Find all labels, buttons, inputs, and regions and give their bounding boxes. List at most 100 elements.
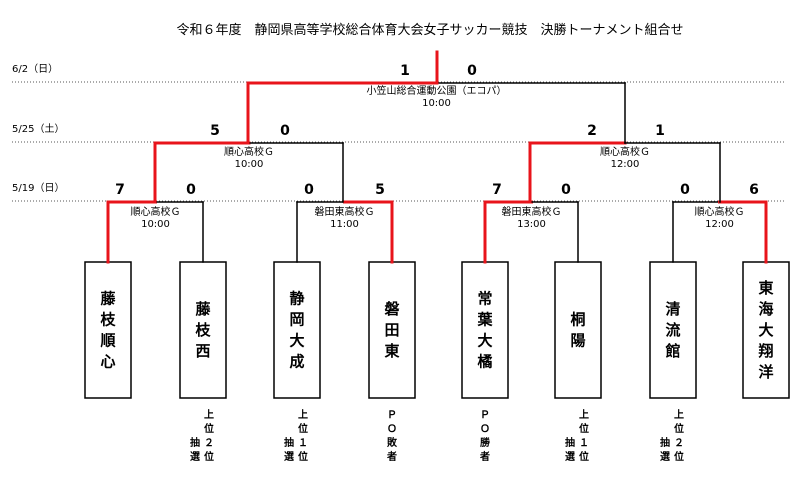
date-label: 5/19（日） xyxy=(12,182,64,194)
match-venue: 小笠山総合運動公園（エコパ） xyxy=(367,84,507,97)
team-box xyxy=(84,261,132,399)
date-label: 6/2（日） xyxy=(12,63,58,75)
team-name-char: 洋 xyxy=(758,363,773,381)
match-time: 10:00 xyxy=(235,159,264,170)
team-name-char: 館 xyxy=(664,342,680,360)
team-note-char: 勝 xyxy=(480,436,491,449)
match-time: 10:00 xyxy=(422,98,451,109)
team-note-char: １ xyxy=(298,437,308,449)
team-name-char: 流 xyxy=(665,321,680,339)
team-note-char: 位 xyxy=(674,422,684,435)
team-name-char: 磐 xyxy=(383,300,399,318)
team-note-char: 上 xyxy=(579,408,589,421)
team-name-char: 大 xyxy=(289,332,304,350)
team-note-5: ＰＯ勝者 xyxy=(479,409,491,463)
team-name-char: 橘 xyxy=(476,353,492,371)
score-right: 6 xyxy=(749,182,759,198)
team-name-char: 枝 xyxy=(195,321,211,339)
team-name-char: 西 xyxy=(195,342,210,360)
team-name-4: 磐田東 xyxy=(383,300,399,360)
team-name-char: 静 xyxy=(289,290,304,308)
team-box xyxy=(461,261,509,399)
team-note-char: Ｏ xyxy=(480,423,490,435)
team-name-char: 東 xyxy=(758,279,773,297)
team-note-char: 位 xyxy=(204,450,214,463)
match-time: 11:00 xyxy=(330,219,359,230)
team-name-1: 藤枝順心 xyxy=(99,290,116,371)
team-note-4: ＰＯ敗者 xyxy=(386,409,398,463)
score-left: 5 xyxy=(210,123,220,139)
team-name-char: 常 xyxy=(477,290,492,308)
team-name-6: 桐陽 xyxy=(570,311,585,350)
team-note-char: 者 xyxy=(479,450,490,463)
team-box xyxy=(649,261,697,399)
team-box xyxy=(554,261,602,399)
team-name-char: 大 xyxy=(477,332,492,350)
match-venue: 順心高校Ｇ xyxy=(600,145,650,158)
team-box xyxy=(368,261,416,399)
score-left: 2 xyxy=(587,123,597,139)
team-note-char: １ xyxy=(579,437,589,449)
team-note-char: 位 xyxy=(204,422,214,435)
team-note-char: 抽 xyxy=(660,436,670,449)
match-venue: 磐田東高校Ｇ xyxy=(315,205,375,218)
team-name-char: 藤 xyxy=(195,300,211,318)
score-right: 0 xyxy=(186,182,196,198)
team-name-char: 岡 xyxy=(289,311,304,329)
score-right: 1 xyxy=(655,123,665,139)
score-left: 0 xyxy=(304,182,314,198)
team-note-3: 上位１位抽選 xyxy=(284,408,308,463)
team-name-char: 田 xyxy=(384,321,399,339)
match-venue: 順心高校Ｇ xyxy=(224,145,274,158)
match-time: 10:00 xyxy=(141,219,170,230)
team-name-char: 順 xyxy=(99,332,116,350)
team-note-char: 位 xyxy=(674,450,684,463)
team-name-char: 心 xyxy=(100,353,115,371)
team-name-char: 藤 xyxy=(100,290,116,308)
team-note-char: 抽 xyxy=(190,436,200,449)
score-right: 0 xyxy=(561,182,571,198)
match-venue: 磐田東高校Ｇ xyxy=(502,205,562,218)
score-left: 7 xyxy=(115,182,125,198)
team-name-char: 大 xyxy=(758,321,773,339)
team-name-char: 清 xyxy=(665,300,680,318)
bracket-labels: 6/2（日）5/25（土）5/19（日）藤枝順心藤枝西上位２位抽選静岡大成上位１… xyxy=(12,63,774,463)
team-note-2: 上位２位抽選 xyxy=(190,408,214,463)
team-note-char: 上 xyxy=(204,408,214,421)
team-note-char: 位 xyxy=(579,422,589,435)
team-note-char: Ｐ xyxy=(480,409,490,421)
team-note-char: 者 xyxy=(386,450,397,463)
team-name-char: 葉 xyxy=(476,311,493,329)
team-note-char: 敗 xyxy=(387,436,398,449)
team-name-char: 海 xyxy=(758,300,773,318)
match-time: 12:00 xyxy=(705,219,734,230)
team-note-char: 抽 xyxy=(565,436,575,449)
score-right: 0 xyxy=(280,123,290,139)
team-name-8: 東海大翔洋 xyxy=(757,279,773,381)
team-note-char: Ｏ xyxy=(387,423,397,435)
team-name-7: 清流館 xyxy=(664,300,680,360)
team-note-char: 抽 xyxy=(284,436,294,449)
team-name-char: 翔 xyxy=(757,342,773,360)
team-note-char: 選 xyxy=(565,450,575,463)
match-venue: 順心高校Ｇ xyxy=(695,205,745,218)
team-name-3: 静岡大成 xyxy=(289,290,304,371)
team-note-char: ２ xyxy=(674,437,684,449)
team-note-char: 上 xyxy=(298,408,308,421)
team-note-7: 上位２位抽選 xyxy=(660,408,684,463)
team-name-char: 枝 xyxy=(100,311,116,329)
team-note-char: ２ xyxy=(204,437,214,449)
team-box xyxy=(273,261,321,399)
team-note-char: 位 xyxy=(298,422,308,435)
match-time: 12:00 xyxy=(611,159,640,170)
team-note-char: 選 xyxy=(660,450,670,463)
page-title: 令和６年度 静岡県高等学校総合体育大会女子サッカー競技 決勝トーナメント組合せ xyxy=(176,22,683,38)
team-note-char: 選 xyxy=(190,450,200,463)
score-left: 7 xyxy=(492,182,502,198)
team-note-char: 位 xyxy=(579,450,589,463)
score-left: 0 xyxy=(680,182,690,198)
match-time: 13:00 xyxy=(517,219,546,230)
team-name-2: 藤枝西 xyxy=(195,300,211,360)
team-name-char: 陽 xyxy=(570,332,585,350)
